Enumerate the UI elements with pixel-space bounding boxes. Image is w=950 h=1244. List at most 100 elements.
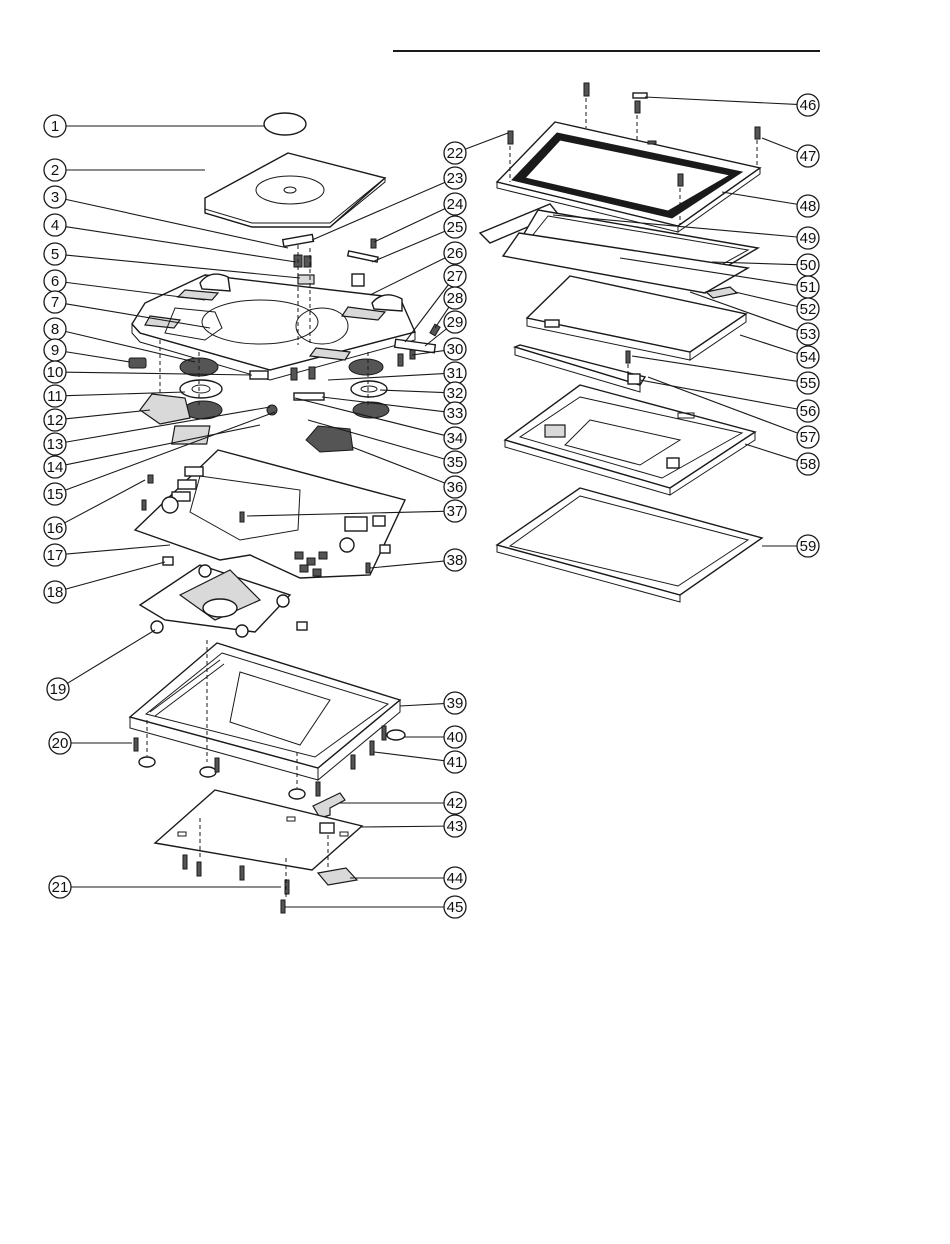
callout-leader xyxy=(66,545,170,554)
callout-number: 46 xyxy=(800,97,817,114)
callout-21: 21 xyxy=(49,876,281,898)
part-speaker-ring-left xyxy=(180,380,222,398)
callout-leader xyxy=(67,630,155,683)
callout-59: 59 xyxy=(762,535,819,557)
callout-number: 24 xyxy=(447,196,464,213)
part-insulator-15 xyxy=(172,426,210,444)
callout-number: 36 xyxy=(447,479,464,496)
callout-leader xyxy=(640,380,797,409)
callout-number: 3 xyxy=(51,189,59,206)
callout-2: 2 xyxy=(44,159,205,181)
callout-number: 31 xyxy=(447,365,464,382)
callout-45: 45 xyxy=(285,896,466,918)
callout-number: 35 xyxy=(447,454,464,471)
callout-18: 18 xyxy=(44,562,165,603)
callout-number: 22 xyxy=(447,145,464,162)
callout-leader xyxy=(66,255,300,278)
callout-number: 12 xyxy=(47,412,64,429)
callout-1: 1 xyxy=(44,115,265,137)
callout-leader xyxy=(465,133,508,149)
callout-12: 12 xyxy=(44,409,150,431)
callout-number: 29 xyxy=(447,314,464,331)
callout-number: 21 xyxy=(52,879,69,896)
callout-number: 55 xyxy=(800,375,817,392)
callout-number: 27 xyxy=(447,268,464,285)
callout-leader xyxy=(762,138,798,152)
part-screw-55 xyxy=(626,351,630,363)
callout-number: 56 xyxy=(800,403,817,420)
callout-leader xyxy=(405,285,448,342)
part-speaker-left xyxy=(140,394,190,424)
callout-leader xyxy=(374,752,444,761)
callout-number: 8 xyxy=(51,321,59,338)
callout-17: 17 xyxy=(44,544,170,566)
callout-number: 49 xyxy=(800,230,817,247)
callout-number: 5 xyxy=(51,246,59,263)
callout-number: 25 xyxy=(447,219,464,236)
callout-leader xyxy=(722,192,797,204)
part-disc-label xyxy=(264,113,306,135)
callout-number: 28 xyxy=(447,290,464,307)
callout-leader xyxy=(645,97,797,104)
callout-number: 50 xyxy=(800,257,817,274)
callout-number: 9 xyxy=(51,342,59,359)
callout-39: 39 xyxy=(400,692,466,714)
part-door-44 xyxy=(318,868,357,885)
callout-46: 46 xyxy=(645,94,819,116)
callout-number: 19 xyxy=(50,681,67,698)
callout-number: 47 xyxy=(800,148,817,165)
callout-40: 40 xyxy=(405,726,466,748)
callout-5: 5 xyxy=(44,243,300,278)
callout-number: 6 xyxy=(51,273,59,290)
callout-number: 17 xyxy=(47,547,64,564)
callout-number: 4 xyxy=(51,217,59,234)
callout-number: 14 xyxy=(47,459,64,476)
callout-leader xyxy=(360,826,444,827)
part-lid-back xyxy=(497,488,762,602)
callout-leader xyxy=(372,231,445,262)
callout-number: 52 xyxy=(800,301,817,318)
callout-31: 31 xyxy=(328,362,466,384)
callout-leader xyxy=(374,209,445,242)
part-speaker-ring-right xyxy=(351,381,387,397)
part-foot-1 xyxy=(139,757,155,767)
callout-43: 43 xyxy=(360,815,466,837)
callout-leader xyxy=(328,374,444,380)
callout-number: 54 xyxy=(800,349,817,366)
callout-number: 45 xyxy=(447,899,464,916)
callout-leader xyxy=(740,335,798,354)
callout-leader xyxy=(352,447,445,483)
callout-20: 20 xyxy=(49,732,132,754)
callout-55: 55 xyxy=(632,356,819,394)
callout-leader xyxy=(66,392,185,396)
callout-number: 1 xyxy=(51,118,59,135)
callout-leader xyxy=(66,372,252,375)
callout-44: 44 xyxy=(350,867,466,889)
callout-number: 26 xyxy=(447,245,464,262)
part-bottom-case xyxy=(130,643,400,780)
part-bracket-42 xyxy=(313,793,345,818)
right-assembly xyxy=(480,83,762,602)
callout-number: 7 xyxy=(51,294,59,311)
callout-number: 18 xyxy=(47,584,64,601)
callout-number: 53 xyxy=(800,326,817,343)
callout-9: 9 xyxy=(44,339,130,362)
callout-47: 47 xyxy=(762,138,819,167)
part-optical-drive xyxy=(140,565,290,637)
callout-number: 23 xyxy=(447,170,464,187)
callout-number: 32 xyxy=(447,385,464,402)
callout-41: 41 xyxy=(374,751,466,773)
callout-number: 15 xyxy=(47,486,64,503)
callout-number: 41 xyxy=(447,754,464,771)
callout-leader xyxy=(380,390,444,393)
part-foot-2 xyxy=(200,767,216,777)
callout-leader xyxy=(745,444,798,461)
callout-number: 34 xyxy=(447,430,464,447)
callout-number: 44 xyxy=(447,870,464,887)
callout-number: 20 xyxy=(52,735,69,752)
callout-leader xyxy=(632,356,797,381)
callout-number: 57 xyxy=(800,429,817,446)
callout-19: 19 xyxy=(47,630,155,700)
callout-number: 33 xyxy=(447,405,464,422)
